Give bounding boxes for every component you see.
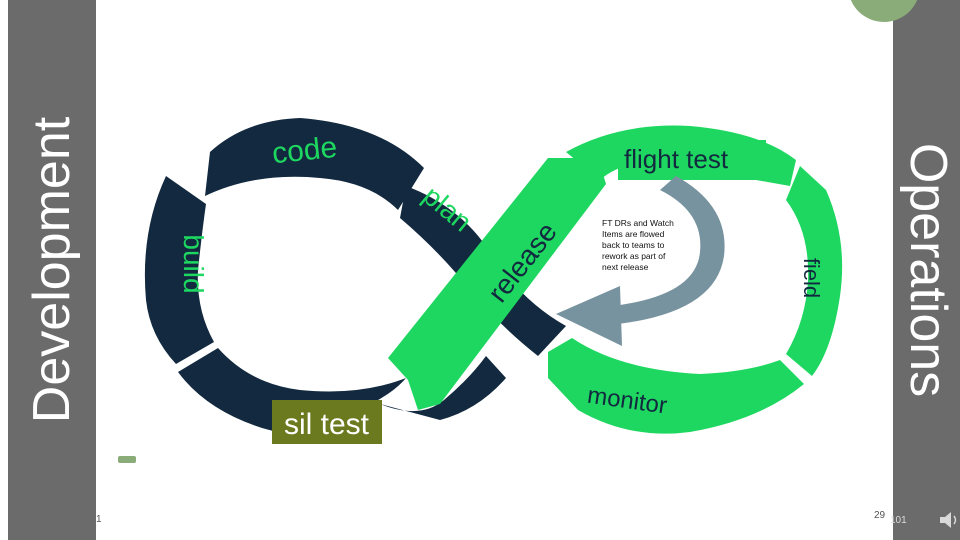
development-sidebar bbox=[8, 0, 96, 540]
field-segment bbox=[786, 166, 843, 376]
page-number: 29 bbox=[874, 510, 886, 521]
feedback-arrow-head bbox=[556, 286, 622, 346]
lower-connector bbox=[380, 356, 506, 420]
note-line: back to teams to bbox=[602, 240, 665, 250]
speaker-icon[interactable] bbox=[938, 508, 960, 532]
page-number-left: 1 bbox=[96, 514, 102, 525]
note-line: Items are flowed bbox=[602, 229, 665, 239]
note-line: next release bbox=[602, 262, 649, 272]
decorative-circle bbox=[848, 0, 920, 22]
page-number-total: 101 bbox=[890, 515, 907, 526]
flight-test-label: flight test bbox=[624, 144, 729, 174]
code-segment bbox=[205, 118, 424, 210]
release-band bbox=[388, 158, 606, 410]
note-line: rework as part of bbox=[602, 251, 666, 261]
build-label: build bbox=[178, 234, 209, 293]
feedback-arrow-body bbox=[612, 176, 725, 324]
operations-sidebar bbox=[893, 0, 960, 540]
sil-test-label: sil test bbox=[284, 408, 370, 441]
decorative-tag bbox=[118, 456, 136, 463]
note-line: FT DRs and Watch bbox=[602, 218, 674, 228]
feedback-arrow bbox=[556, 176, 725, 346]
flight-test-box bbox=[618, 140, 766, 180]
monitor-segment bbox=[548, 338, 804, 434]
code-label: code bbox=[271, 131, 339, 171]
note-text: FT DRs and Watch Items are flowed back t… bbox=[602, 218, 674, 272]
build-segment bbox=[144, 176, 214, 364]
field-label: field bbox=[799, 258, 824, 298]
sil-test-box bbox=[272, 400, 382, 444]
